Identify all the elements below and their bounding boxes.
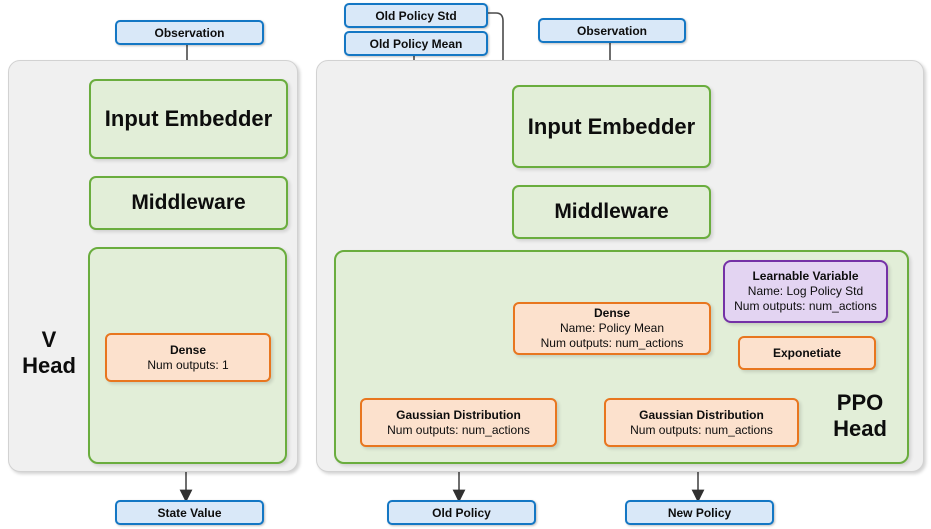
ppo-dense-outputs: Num outputs: num_actions [540,336,684,350]
ppo-exponentiate-title: Exponetiate [772,345,841,360]
ppo-input-old-policy-std[interactable]: Old Policy Std [344,3,488,28]
ppo-dense-policy-mean-block[interactable]: Dense Name: Policy Mean Num outputs: num… [513,302,711,355]
v-head-label-line2: Head [22,353,76,378]
v-head-input-embedder-block[interactable]: Input Embedder [89,79,288,159]
v-head-output-state-value[interactable]: State Value [115,500,264,525]
ppo-dense-title: Dense [593,306,631,320]
ppo-gaussian-distribution-old-block[interactable]: Gaussian Distribution Num outputs: num_a… [360,398,557,447]
ppo-output-old-policy[interactable]: Old Policy [387,500,536,525]
ppo-gaussian-old-title: Gaussian Distribution [396,407,521,422]
v-head-middleware-block[interactable]: Middleware [89,176,288,230]
ppo-gaussian-distribution-new-block[interactable]: Gaussian Distribution Num outputs: num_a… [604,398,799,447]
v-head-dense-block[interactable]: Dense Num outputs: 1 [105,333,271,382]
ppo-head-label-line1: PPO [836,390,884,415]
ppo-input-old-policy-mean[interactable]: Old Policy Mean [344,31,488,56]
ppo-learnable-variable-outputs: Num outputs: num_actions [734,299,877,313]
ppo-output-new-policy[interactable]: New Policy [625,500,774,525]
ppo-head-label: PPO Head [820,390,900,442]
ppo-gaussian-new-outputs: Num outputs: num_actions [630,422,773,437]
v-head-dense-title: Dense [169,342,207,357]
ppo-learnable-variable-block[interactable]: Learnable Variable Name: Log Policy Std … [723,260,888,323]
ppo-head-label-line2: Head [833,416,887,441]
ppo-input-observation[interactable]: Observation [538,18,686,43]
ppo-learnable-variable-name: Name: Log Policy Std [747,284,864,298]
ppo-input-embedder-block[interactable]: Input Embedder [512,85,711,168]
v-head-label-line1: V [41,327,57,352]
v-head-dense-outputs: Num outputs: 1 [147,357,229,372]
ppo-learnable-variable-title: Learnable Variable [752,269,859,283]
ppo-gaussian-old-outputs: Num outputs: num_actions [387,422,530,437]
v-head-input-observation[interactable]: Observation [115,20,264,45]
v-head-label: V Head [14,327,84,379]
ppo-dense-name: Name: Policy Mean [559,321,665,335]
ppo-gaussian-new-title: Gaussian Distribution [639,407,764,422]
ppo-exponentiate-block[interactable]: Exponetiate [738,336,876,370]
ppo-middleware-block[interactable]: Middleware [512,185,711,239]
